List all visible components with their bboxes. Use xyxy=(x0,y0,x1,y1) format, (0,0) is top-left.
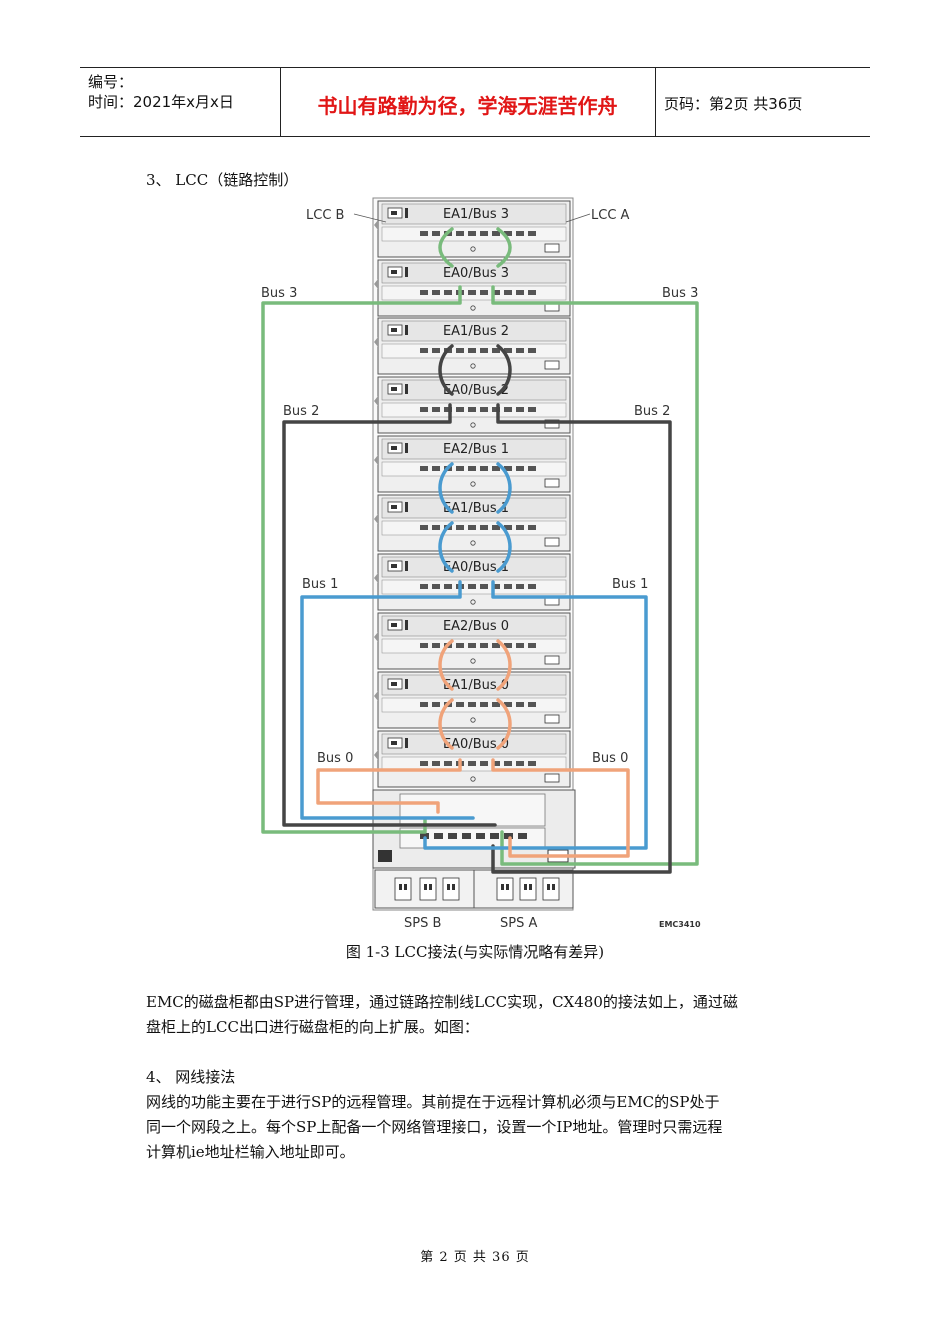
header-page-info: 页码：第2页 共36页 xyxy=(664,95,803,113)
paragraph-2-line-2: 同一个网段之上。每个SP上配备一个网络管理接口，设置一个IP地址。管理时只需远程 xyxy=(146,1118,723,1136)
bus1-right-label: Bus 1 xyxy=(612,577,648,592)
bus1-left-label: Bus 1 xyxy=(302,577,338,592)
disk-enclosure: EA2/Bus 1 xyxy=(374,435,571,493)
disk-enclosure: EA0/Bus 2 xyxy=(374,376,571,434)
enclosure-label: EA1/Bus 2 xyxy=(443,324,509,339)
figure-code: EMC3410 xyxy=(659,920,701,929)
diagram-labels: LCC B LCC A Bus 3 Bus 3 Bus 2 Bus 2 Bus … xyxy=(261,208,701,931)
paragraph-2-line-3: 计算机ie地址栏输入地址即可。 xyxy=(146,1143,355,1161)
bus1-cable-right xyxy=(423,580,648,850)
enclosure-label: EA2/Bus 1 xyxy=(443,442,509,457)
doc-number: 编号： xyxy=(88,73,134,91)
bus0-right-label: Bus 0 xyxy=(592,751,628,766)
lcc-b-label: LCC B xyxy=(306,208,344,223)
paragraph-1-line-1: EMC的磁盘柜都由SP进行管理，通过链路控制线LCC实现，CX480的接法如上，… xyxy=(146,993,738,1011)
bus1-lcc-loop xyxy=(438,521,454,573)
doc-time: 时间：2021年x月x日 xyxy=(88,93,234,111)
header-motto: 书山有路勤为径，学海无涯苦作舟 xyxy=(317,94,618,118)
bus0-left-label: Bus 0 xyxy=(317,751,353,766)
sps-units xyxy=(374,869,574,909)
bus2-lcc-loop xyxy=(438,344,454,396)
bus3-right-label: Bus 3 xyxy=(662,286,698,301)
disk-enclosure: EA1/Bus 0 xyxy=(374,671,571,729)
enclosure-label: EA1/Bus 3 xyxy=(443,207,509,222)
header-divider xyxy=(280,68,281,136)
bus1-lcc-loop xyxy=(438,462,454,514)
paragraph-2-line-1: 网线的功能主要在于进行SP的远程管理。其前提在于远程计算机必须与EMC的SP处于 xyxy=(146,1093,720,1111)
enclosure-label: EA1/Bus 0 xyxy=(443,678,509,693)
outlet-icon xyxy=(442,877,460,901)
header-divider xyxy=(655,68,656,136)
bus-cables xyxy=(261,227,699,874)
disk-enclosure: EA1/Bus 1 xyxy=(374,494,571,552)
disk-enclosure: EA1/Bus 2 xyxy=(374,317,571,375)
sps-a-label: SPS A xyxy=(500,916,537,931)
bus1-lcc-loop xyxy=(496,462,512,514)
bus3-cable-right xyxy=(491,285,699,866)
paragraph-1-line-2: 盘柜上的LCC出口进行磁盘柜的向上扩展。如图： xyxy=(146,1018,479,1036)
bus1-cable-left xyxy=(300,580,475,820)
bus0-cable-right xyxy=(491,758,630,858)
bus3-left-label: Bus 3 xyxy=(261,286,297,301)
enclosure-label: EA0/Bus 1 xyxy=(443,560,509,575)
page-header: 编号： 时间：2021年x月x日 书山有路勤为径，学海无涯苦作舟 页码：第2页 … xyxy=(80,67,870,137)
bus2-cable-right xyxy=(491,403,672,874)
section-3-title: 3、 LCC（链路控制） xyxy=(146,171,299,189)
page-footer: 第 2 页 共 36 页 xyxy=(420,1250,530,1265)
outlet-icon xyxy=(519,877,537,901)
lcc-wiring-diagram: EA1/Bus 3 EA0/Bus 3 EA1/Bus 2 EA0/Bus 2 EA2/… xyxy=(261,197,701,931)
bus0-lcc-loop xyxy=(496,639,512,691)
bus0-cable-left xyxy=(316,758,462,814)
enclosure-label: EA0/Bus 2 xyxy=(443,383,509,398)
header-info: 编号： 时间：2021年x月x日 xyxy=(88,72,234,112)
outlet-icon xyxy=(496,877,514,901)
lcc-a-label: LCC A xyxy=(591,208,630,223)
bus0-lcc-loop xyxy=(438,639,454,691)
enclosure-label: EA0/Bus 0 xyxy=(443,737,509,752)
enclosure-label: EA0/Bus 3 xyxy=(443,266,509,281)
outlet-icon xyxy=(394,877,412,901)
outlet-icon xyxy=(542,877,560,901)
disk-enclosure: EA0/Bus 1 xyxy=(374,553,571,611)
bus2-right-label: Bus 2 xyxy=(634,404,670,419)
bus3-lcc-loop xyxy=(438,227,454,268)
section-4-title: 4、 网线接法 xyxy=(146,1068,236,1086)
bus3-cable-left xyxy=(261,285,462,834)
bus1-lcc-loop xyxy=(496,521,512,573)
disk-enclosure: EA0/Bus 0 xyxy=(374,730,571,788)
figure-caption: 图 1-3 LCC接法(与实际情况略有差异) xyxy=(345,943,605,961)
bus0-lcc-loop xyxy=(438,698,454,750)
storage-rack: EA1/Bus 3 EA0/Bus 3 EA1/Bus 2 EA0/Bus 2 EA2/… xyxy=(372,197,576,911)
bus2-left-label: Bus 2 xyxy=(283,404,319,419)
enclosure-label: EA2/Bus 0 xyxy=(443,619,509,634)
disk-enclosure: EA2/Bus 0 xyxy=(374,612,571,670)
sps-b-label: SPS B xyxy=(404,916,441,931)
power-icon xyxy=(378,850,392,862)
bus3-lcc-loop xyxy=(496,227,512,268)
bus2-lcc-loop xyxy=(496,344,512,396)
outlet-icon xyxy=(419,877,437,901)
enclosure-label: EA1/Bus 1 xyxy=(443,501,509,516)
disk-enclosure: EA1/Bus 3 xyxy=(374,200,571,258)
bus2-cable-left xyxy=(282,403,497,827)
bus0-lcc-loop xyxy=(496,698,512,750)
disk-enclosure: EA0/Bus 3 xyxy=(374,259,571,317)
